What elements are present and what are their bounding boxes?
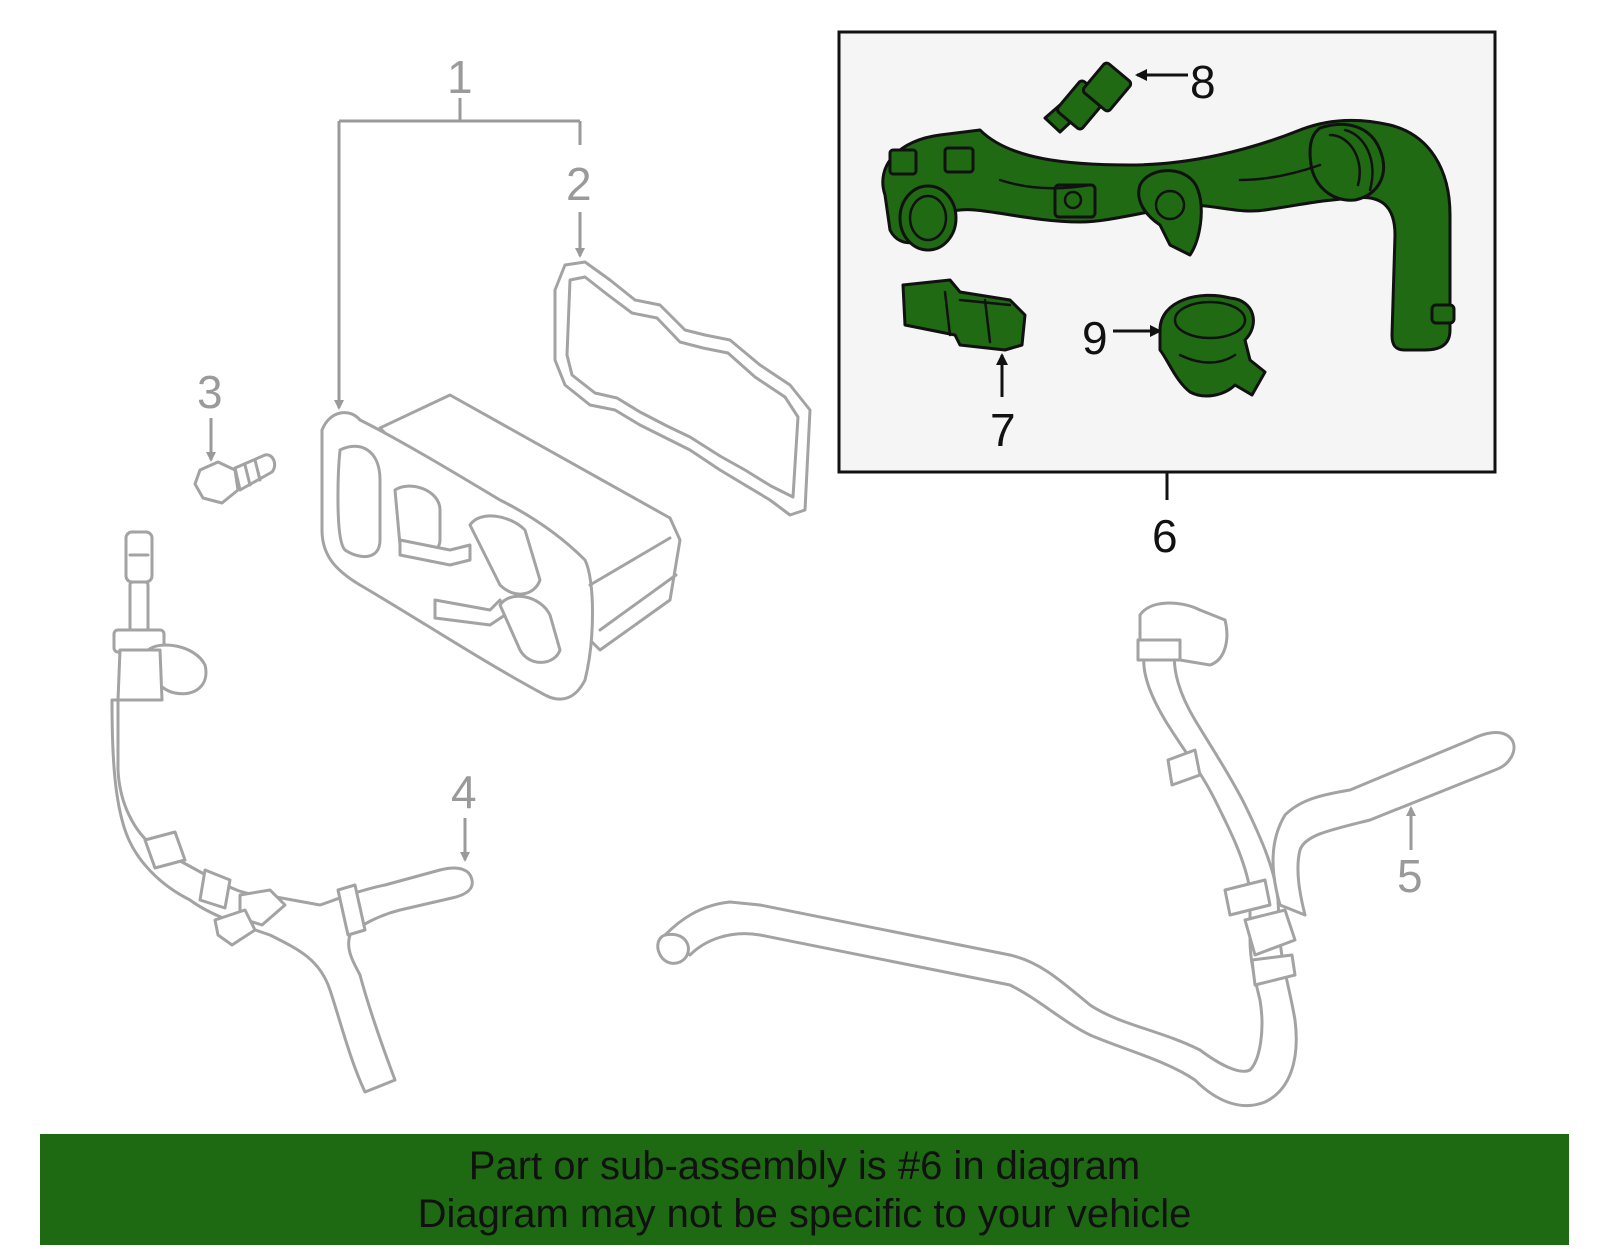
callout-2: 2 — [566, 158, 592, 210]
hose-part-4[interactable] — [110, 530, 474, 1094]
callout-3: 3 — [197, 366, 223, 418]
callout-9: 9 — [1082, 312, 1108, 364]
callout-8: 8 — [1190, 56, 1216, 108]
inset-box — [837, 30, 1497, 474]
bolt-part-3[interactable] — [193, 453, 277, 505]
valve-part-9[interactable] — [1158, 293, 1267, 398]
callout-5: 5 — [1397, 850, 1423, 902]
callout-6: 6 — [1152, 510, 1178, 562]
connector-part-7[interactable] — [901, 278, 1027, 352]
notice-banner: Part or sub-assembly is #6 in diagram Di… — [40, 1134, 1569, 1245]
hose-part-5[interactable] — [656, 601, 1516, 1107]
sensor-part-8[interactable] — [1043, 61, 1133, 134]
oil-cooler-part-1[interactable] — [320, 393, 682, 701]
callout-4: 4 — [451, 766, 477, 818]
leader-1-bracket — [337, 98, 582, 400]
banner-line-1: Part or sub-assembly is #6 in diagram — [468, 1143, 1141, 1188]
callout-7: 7 — [990, 404, 1016, 456]
tube-assembly-part-6[interactable] — [881, 118, 1456, 352]
callout-1: 1 — [447, 51, 473, 103]
gasket-part-2[interactable] — [553, 260, 812, 517]
banner-line-2: Diagram may not be specific to your vehi… — [417, 1191, 1192, 1236]
